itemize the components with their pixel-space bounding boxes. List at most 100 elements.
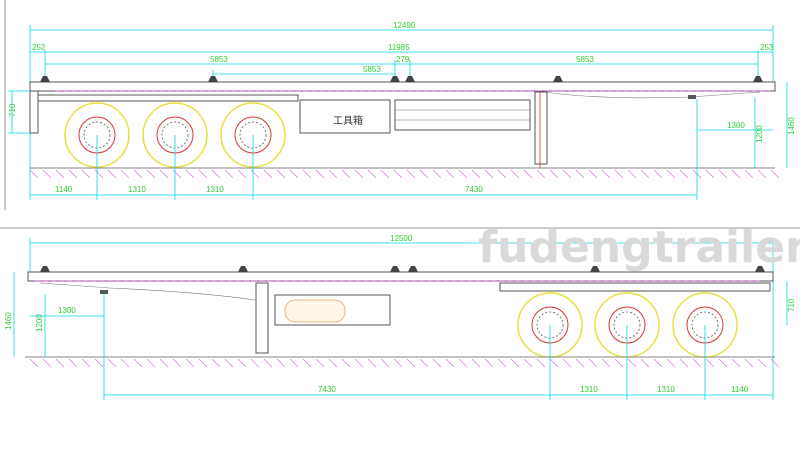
hatch-stroke [770, 358, 780, 368]
ground-hatch [29, 169, 780, 179]
gooseneck [39, 282, 256, 301]
dim-front-overhang-label: 252 [32, 43, 46, 52]
dim-axle-label: 1310 [128, 185, 146, 194]
hatch-stroke [484, 358, 494, 368]
hatch-stroke [731, 169, 741, 179]
hatch-stroke [497, 169, 507, 179]
hatch-stroke [393, 358, 403, 368]
deck-top [27, 271, 774, 282]
hatch-stroke [471, 169, 481, 179]
hatch-stroke [224, 169, 234, 179]
hatch-stroke [354, 358, 364, 368]
hatch-stroke [575, 358, 585, 368]
hatch-stroke [536, 169, 546, 179]
hatch-stroke [744, 358, 754, 368]
dim-axle-label: 1310 [580, 385, 598, 394]
hatch-stroke [627, 358, 637, 368]
hatch-stroke [81, 358, 91, 368]
dim-front-spacing-label: 5853 [210, 55, 228, 64]
hatch-stroke [120, 169, 130, 179]
dim-overall-label: 12500 [390, 234, 413, 243]
hatch-stroke [523, 358, 533, 368]
hatch-stroke [562, 358, 572, 368]
dim-rear-spacing-label: 5853 [576, 55, 594, 64]
hatch-stroke [393, 169, 403, 179]
dim-axle-label: 1140 [55, 185, 73, 194]
hatch-stroke [237, 358, 247, 368]
hatch-stroke [211, 169, 221, 179]
hatch-stroke [536, 358, 546, 368]
hatch-stroke [705, 169, 715, 179]
hatch-stroke [315, 358, 325, 368]
hatch-stroke [211, 358, 221, 368]
main-beam [499, 282, 771, 292]
hatch-stroke [458, 169, 468, 179]
hatch-stroke [718, 169, 728, 179]
hatch-stroke [458, 358, 468, 368]
hatch-stroke [549, 358, 559, 368]
dim-center-label: 5853 [363, 65, 381, 74]
landing-gear [255, 282, 269, 354]
twistlocks [40, 76, 763, 82]
dim-frame-height-label: 710 [787, 298, 796, 312]
hatch-stroke [484, 169, 494, 179]
hatch-stroke [146, 358, 156, 368]
hatch-stroke [380, 358, 390, 368]
hatch-stroke [640, 358, 650, 368]
hatch-stroke [471, 358, 481, 368]
kingpin [100, 290, 108, 294]
deck-top [29, 81, 776, 92]
hatch-stroke [185, 169, 195, 179]
hatch-stroke [159, 358, 169, 368]
hatch-stroke [120, 358, 130, 368]
hatch-stroke [328, 169, 338, 179]
hatch-stroke [614, 358, 624, 368]
dim-deck-height-label: 1460 [787, 117, 796, 135]
hatch-stroke [250, 358, 260, 368]
hatch-stroke [367, 358, 377, 368]
hatch-stroke [705, 358, 715, 368]
hatch-stroke [640, 169, 650, 179]
kingpin [688, 95, 696, 99]
hatch-stroke [666, 358, 676, 368]
hatch-stroke [94, 169, 104, 179]
dim-kingpin-label: 1300 [58, 306, 76, 315]
ground-hatch [29, 358, 780, 368]
hatch-stroke [68, 358, 78, 368]
toolbox [299, 99, 391, 134]
hatch-stroke [367, 169, 377, 179]
hatch-stroke [601, 169, 611, 179]
watermark: fudengtrailer.com [478, 222, 800, 273]
dim-overall-label: 12490 [393, 21, 416, 30]
hatch-stroke [406, 358, 416, 368]
hatch-stroke [42, 358, 52, 368]
toolbox-label: 工具箱 [333, 114, 363, 127]
dim-kingpin-label: 1300 [727, 121, 745, 130]
dim-span-label: 11985 [388, 43, 410, 52]
hatch-stroke [263, 169, 273, 179]
hatch-stroke [263, 358, 273, 368]
hatch-stroke [419, 358, 429, 368]
hatch-stroke [198, 169, 208, 179]
bottom-view: 12500 1460 1200 130 [4, 234, 796, 400]
hatch-stroke [172, 169, 182, 179]
hatch-stroke [770, 169, 780, 179]
hatch-stroke [692, 358, 702, 368]
hatch-stroke [341, 169, 351, 179]
hatch-stroke [302, 169, 312, 179]
hatch-stroke [549, 169, 559, 179]
hatch-stroke [432, 358, 442, 368]
hatch-stroke [315, 169, 325, 179]
hatch-stroke [276, 169, 286, 179]
hatch-stroke [29, 169, 39, 179]
hatch-stroke [406, 169, 416, 179]
hatch-stroke [250, 169, 260, 179]
top-view: 12490 252 11985 253 5853 279 5853 5853 工… [8, 21, 796, 200]
hatch-stroke [133, 358, 143, 368]
hatch-stroke [55, 169, 65, 179]
dim-axle-label: 1310 [657, 385, 675, 394]
hatch-stroke [588, 169, 598, 179]
dim-coupling-height-label: 1200 [35, 314, 44, 332]
